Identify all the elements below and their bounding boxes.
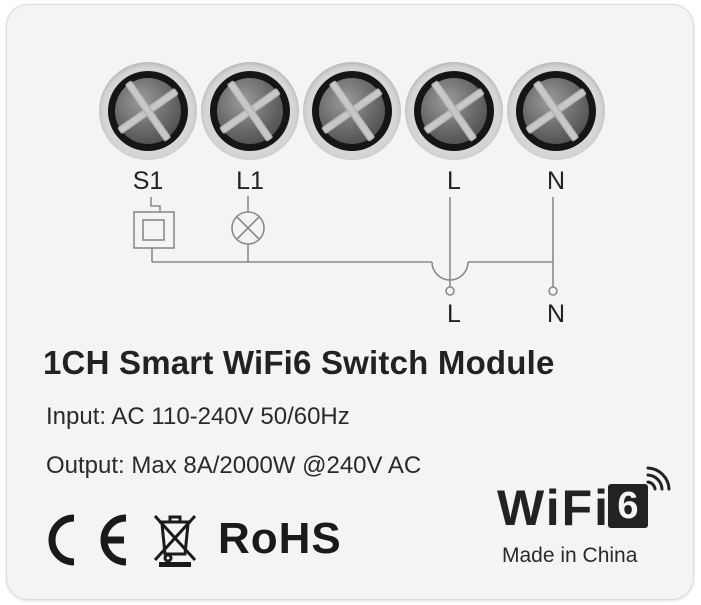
made-in-china: Made in China: [502, 544, 638, 567]
terminal-s1: [99, 62, 197, 160]
lamp-symbol-icon: [231, 196, 265, 262]
terminal-blank: [303, 62, 401, 160]
terminal-label-n: N: [546, 167, 566, 195]
wifi6-badge: 6: [608, 484, 648, 528]
diagram-label-n: N: [546, 300, 566, 328]
screw-icon: [115, 78, 181, 144]
wiring-diagram: [133, 196, 558, 296]
input-spec: Input: AC 110-240V 50/60Hz: [46, 403, 350, 430]
terminal-n: [507, 62, 605, 160]
terminal-label-l1: L1: [236, 167, 264, 195]
weee-bin-icon: [153, 514, 197, 567]
wifi-signal-icon: [646, 466, 671, 491]
screw-icon: [217, 78, 283, 144]
screw-icon: [421, 78, 487, 144]
terminal-l: [405, 62, 503, 160]
terminal-l1: [201, 62, 299, 160]
wifi-logo-text: WiFi: [497, 480, 611, 536]
rohs-mark: RoHS: [218, 514, 342, 563]
terminal-label-s1: S1: [132, 167, 164, 195]
screw-icon: [319, 78, 385, 144]
switch-symbol-icon: [133, 197, 175, 262]
diagram-label-l: L: [447, 300, 461, 328]
screw-icon: [523, 78, 589, 144]
switch-module-device: S1 L1 L N: [6, 4, 694, 600]
terminal-label-l: L: [447, 167, 461, 195]
output-spec: Output: Max 8A/2000W @240V AC: [46, 452, 422, 479]
product-title: 1CH Smart WiFi6 Switch Module: [43, 344, 555, 381]
ce-mark-icon: [48, 514, 127, 566]
